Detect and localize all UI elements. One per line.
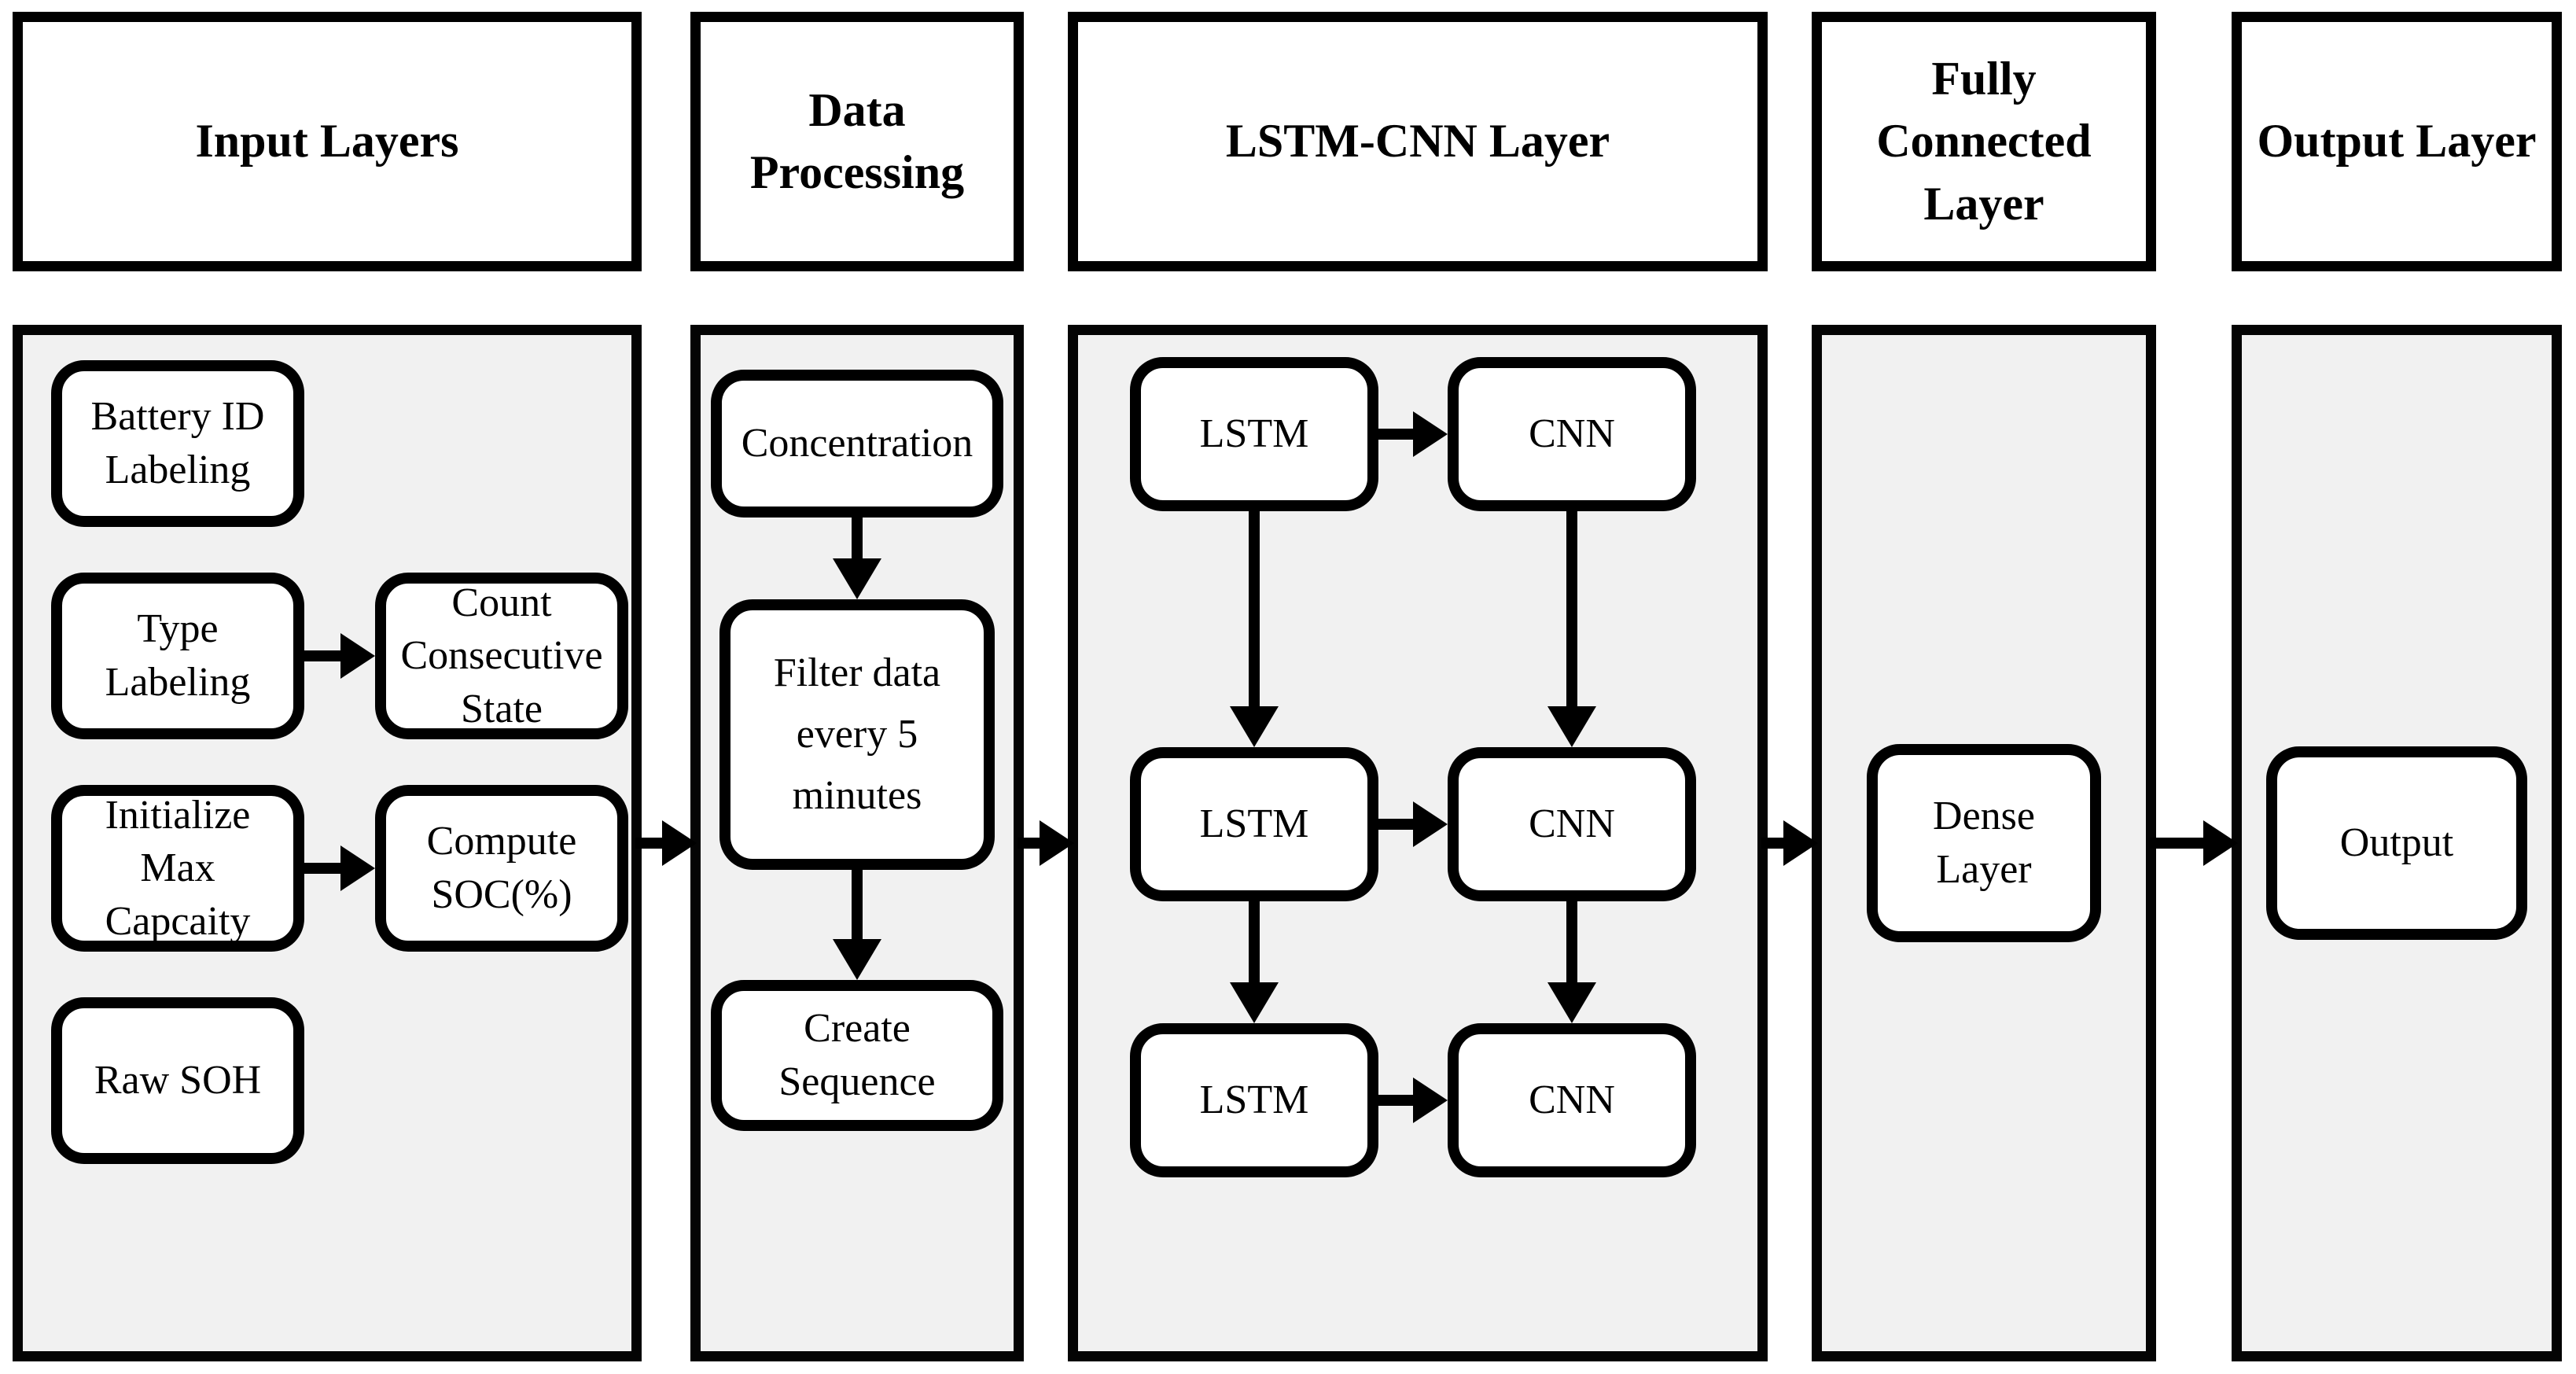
count-consecutive-state-box: Count Consecutive State	[375, 573, 628, 739]
arrow-down-icon	[1547, 511, 1596, 747]
lstm-box-1: LSTM	[1130, 357, 1378, 511]
arrow-down-icon	[833, 518, 881, 599]
arrow-right-icon	[1761, 820, 1818, 866]
data-processing-body: Concentration Filter data every 5 minute…	[701, 335, 1014, 1131]
arrow-right-icon	[304, 845, 375, 891]
connector-input-to-processing	[635, 325, 697, 1361]
compute-soc-box: Compute SOC(%)	[375, 785, 628, 952]
arrow-down-icon	[1547, 901, 1596, 1023]
arrow-right-icon	[1018, 820, 1074, 866]
arrow-down-icon	[1230, 901, 1279, 1023]
type-labeling-box: Type Labeling	[51, 573, 304, 739]
connector-dense-to-output	[2150, 325, 2238, 1361]
input-row-type: Type Labeling Count Consecutive State	[51, 573, 631, 739]
output-body: Output	[2242, 335, 2552, 1351]
cnn-box-3: CNN	[1448, 1023, 1696, 1177]
lstm-box-2: LSTM	[1130, 747, 1378, 901]
input-row-capacity: Initialize Max Capcaity Compute SOC(%)	[51, 785, 631, 952]
header-lstm-cnn-layer: LSTM-CNN Layer	[1068, 12, 1768, 271]
lstm-cnn-row-3: LSTM CNN	[1078, 1023, 1757, 1177]
input-layers-container: Battery ID Labeling Type Labeling Count …	[13, 325, 642, 1361]
header-data-processing: Data Processing	[690, 12, 1024, 271]
data-processing-container: Concentration Filter data every 5 minute…	[690, 325, 1024, 1361]
connector-processing-to-lstm	[1018, 325, 1074, 1361]
header-fully-connected-layer: Fully Connected Layer	[1812, 12, 2156, 271]
fully-connected-body: Dense Layer	[1822, 335, 2146, 1351]
cnn-box-1: CNN	[1448, 357, 1696, 511]
lstm-cnn-container: LSTM CNN LSTM CNN	[1068, 325, 1768, 1361]
raw-soh-box: Raw SOH	[51, 997, 304, 1164]
dense-layer-box: Dense Layer	[1867, 744, 2101, 942]
lstm-cnn-row-2: LSTM CNN	[1078, 747, 1757, 901]
cnn-box-2: CNN	[1448, 747, 1696, 901]
output-box: Output	[2266, 746, 2527, 940]
lstm-cnn-row-1: LSTM CNN	[1078, 357, 1757, 511]
diagram-grid: Input Layers Data Processing LSTM-CNN La…	[13, 12, 2562, 1361]
output-container: Output	[2232, 325, 2562, 1361]
input-row-battery: Battery ID Labeling	[51, 360, 631, 527]
filter-data-box: Filter data every 5 minutes	[719, 599, 995, 870]
arrow-right-icon	[2150, 820, 2238, 866]
concentration-box: Concentration	[711, 370, 1003, 518]
arrow-right-icon	[1378, 1077, 1448, 1123]
arrow-down-icon	[1230, 511, 1279, 747]
lstm-cnn-body: LSTM CNN LSTM CNN	[1078, 335, 1757, 1177]
create-sequence-box: Create Sequence	[711, 980, 1003, 1131]
arrow-right-icon	[635, 820, 697, 866]
header-input-layers: Input Layers	[13, 12, 642, 271]
fully-connected-container: Dense Layer	[1812, 325, 2156, 1361]
lstm-box-3: LSTM	[1130, 1023, 1378, 1177]
arrow-down-icon	[833, 870, 881, 980]
initialize-max-capacity-box: Initialize Max Capcaity	[51, 785, 304, 952]
lstm-cnn-vertical-arrows-2	[1078, 901, 1757, 1023]
arrow-right-icon	[1378, 801, 1448, 847]
header-output-layer: Output Layer	[2232, 12, 2562, 271]
battery-id-labeling-box: Battery ID Labeling	[51, 360, 304, 527]
lstm-cnn-vertical-arrows-1	[1078, 511, 1757, 747]
connector-lstm-to-dense	[1761, 325, 1818, 1361]
arrow-right-icon	[1378, 411, 1448, 457]
input-layers-body: Battery ID Labeling Type Labeling Count …	[23, 335, 631, 1164]
arrow-right-icon	[304, 633, 375, 679]
input-row-raw-soh: Raw SOH	[51, 997, 631, 1164]
